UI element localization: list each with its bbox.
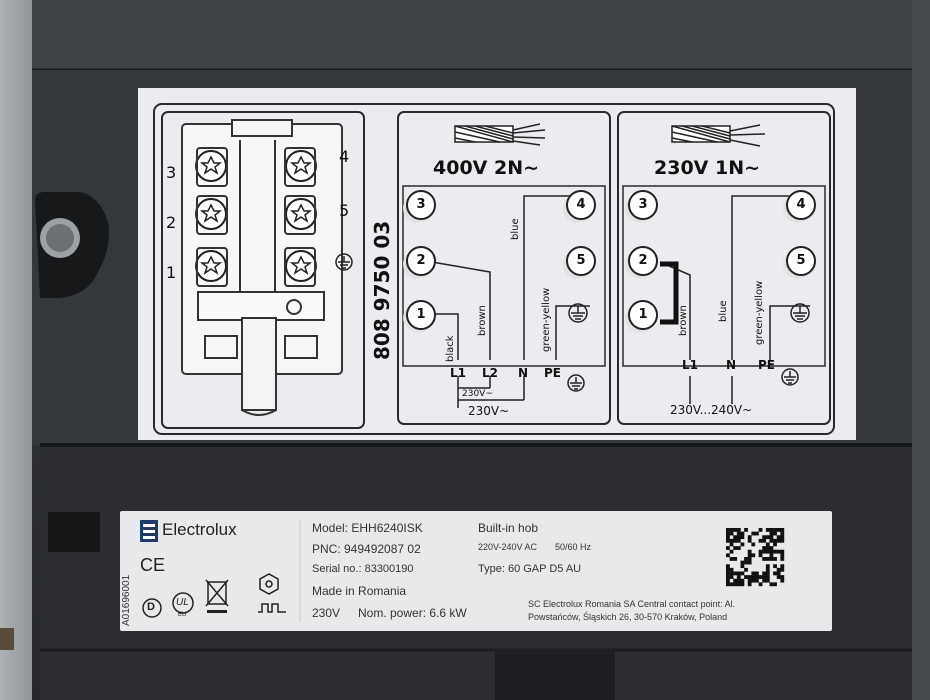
supply-text: 220V-240V AC bbox=[478, 542, 538, 552]
line-label-pe: PE bbox=[544, 366, 561, 380]
wire-label-blue: blue bbox=[510, 218, 521, 240]
panel-400v-terminal-4: 4 bbox=[566, 190, 596, 220]
wire-label-brown: brown bbox=[477, 305, 488, 336]
qr-code-icon bbox=[726, 528, 784, 586]
product-text: Built-in hob bbox=[478, 521, 539, 535]
d-mark: D bbox=[147, 601, 155, 613]
wire-label-black: black bbox=[445, 335, 456, 362]
panel-230v-terminal-5: 5 bbox=[786, 246, 816, 276]
panel-400v-voltage: 230V~ bbox=[468, 404, 510, 418]
wire-label-brown-230: brown bbox=[678, 305, 689, 336]
panel-230v-terminal-4: 4 bbox=[786, 190, 816, 220]
model-text: Model: EHH6240ISK bbox=[312, 521, 423, 535]
panel-400v-title: 400V 2N~ bbox=[433, 157, 540, 179]
wire-label-green-yellow-230: green-yellow bbox=[754, 280, 765, 345]
line-label-n-230: N bbox=[726, 358, 737, 372]
panel-230v-terminal-1: 1 bbox=[628, 300, 658, 330]
line-label-l2: L2 bbox=[482, 366, 498, 380]
manufacturer-line-2: Powstańców, Śląskich 26, 30-570 Kraków, … bbox=[528, 612, 728, 622]
terminal-number-2: 2 bbox=[166, 213, 177, 232]
wire-label-blue-230: blue bbox=[718, 300, 729, 322]
panel-400v-terminal-3: 3 bbox=[406, 190, 436, 220]
panel-230v-voltage: 230V...240V~ bbox=[670, 403, 753, 417]
pnc-text: PNC: 949492087 02 bbox=[312, 542, 421, 556]
power-text: Nom. power: 6.6 kW bbox=[358, 606, 467, 620]
serial-text: Serial no.: 83300190 bbox=[312, 563, 414, 575]
line-label-pe-230: PE bbox=[758, 358, 775, 372]
panel-400v-terminal-5: 5 bbox=[566, 246, 596, 276]
frequency-text: 50/60 Hz bbox=[555, 542, 592, 552]
terminal-number-1: 1 bbox=[166, 263, 177, 282]
label-vertical-code: A01696001 bbox=[121, 574, 132, 626]
panel-230v-terminal-3: 3 bbox=[628, 190, 658, 220]
ul-mark: UL bbox=[176, 597, 189, 608]
brand-name: Electrolux bbox=[162, 520, 237, 539]
voltage-small-label: 230V~ bbox=[462, 389, 493, 399]
panel-400v-terminal-1: 1 bbox=[406, 300, 436, 330]
line-label-l1: L1 bbox=[450, 366, 466, 380]
origin-text: Made in Romania bbox=[312, 584, 407, 598]
voltage-text: 230V bbox=[312, 606, 341, 620]
line-label-l1-230: L1 bbox=[682, 358, 698, 372]
manufacturer-line-1: SC Electrolux Romania SA Central contact… bbox=[528, 599, 736, 609]
terminal-number-5: 5 bbox=[339, 201, 350, 220]
ce-mark: CE bbox=[140, 555, 166, 575]
line-label-n: N bbox=[518, 366, 529, 380]
panel-230v-title: 230V 1N~ bbox=[654, 157, 761, 179]
terminal-number-3: 3 bbox=[166, 163, 177, 182]
wire-label-green-yellow: green-yellow bbox=[541, 287, 552, 352]
type-text: Type: 60 GAP D5 AU bbox=[478, 563, 582, 575]
ul-sub-mark: EU bbox=[178, 612, 187, 618]
part-code: 808 9750 03 bbox=[370, 220, 394, 360]
panel-400v-terminal-2: 2 bbox=[406, 246, 436, 276]
panel-230v-terminal-2: 2 bbox=[628, 246, 658, 276]
terminal-number-4: 4 bbox=[339, 147, 350, 166]
